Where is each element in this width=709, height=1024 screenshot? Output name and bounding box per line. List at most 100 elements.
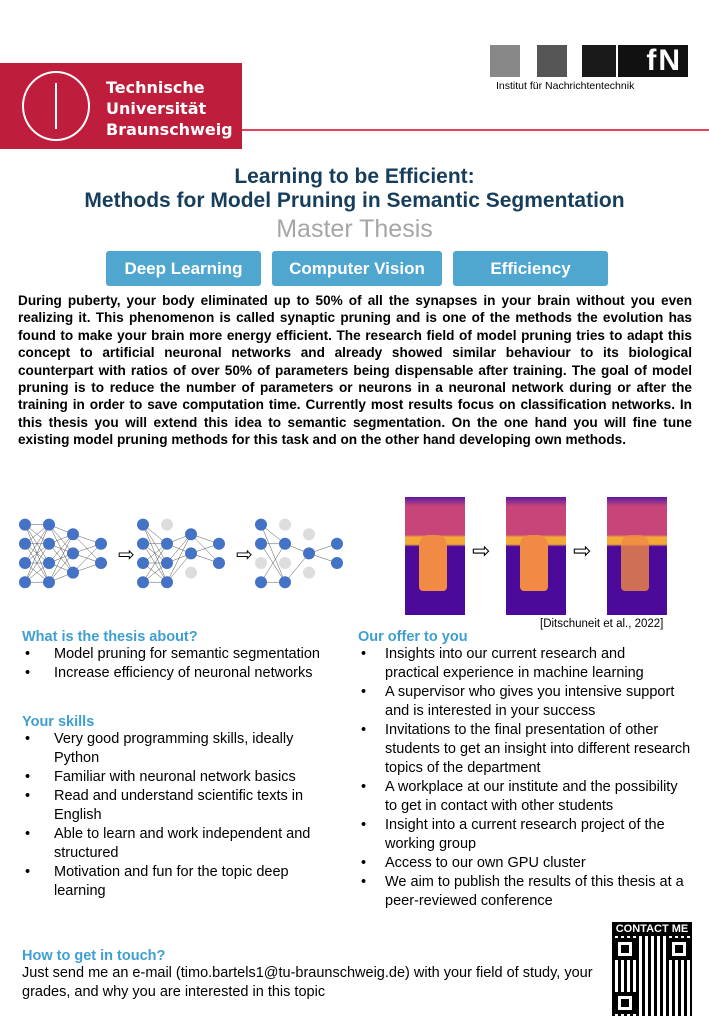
logo-square-dark — [582, 45, 616, 77]
institute-logo: fN — [618, 45, 688, 77]
list-item: Motivation and fun for the topic deep le… — [22, 863, 322, 901]
network-connection — [142, 543, 168, 583]
network-neuron — [19, 537, 31, 550]
network-neuron — [279, 518, 291, 531]
network-connection — [72, 543, 102, 573]
network-neuron — [67, 547, 79, 560]
list-item: Increase efficiency of neuronal networks — [22, 664, 342, 683]
network-neuron — [185, 528, 197, 541]
network-neuron — [95, 537, 107, 550]
network-neuron — [137, 537, 149, 550]
network-connection — [48, 553, 74, 583]
university-name-line: Universität — [106, 99, 207, 118]
list-item: Familiar with neuronal network basics — [22, 768, 342, 787]
network-connection — [24, 524, 50, 564]
list-item: A supervisor who gives you intensive sup… — [358, 683, 678, 721]
left-column: What is the thesis about? Model pruning … — [22, 629, 342, 901]
qr-code-icon[interactable] — [612, 936, 692, 1016]
network-neuron — [185, 566, 197, 579]
contact-heading: How to get in touch? — [22, 948, 166, 964]
network-neuron — [19, 518, 31, 531]
network-neuron — [137, 518, 149, 531]
network-neuron — [303, 566, 315, 579]
qr-label: CONTACT ME — [612, 922, 692, 936]
network-neuron — [279, 576, 291, 589]
right-column: Our offer to you Insights into our curre… — [358, 629, 703, 911]
list-item: We aim to publish the results of this th… — [358, 873, 703, 911]
network-connection — [260, 543, 286, 583]
university-name-line: Technische — [106, 78, 205, 97]
intro-paragraph: During puberty, your body eliminated up … — [18, 293, 692, 448]
tu-braunschweig-logo: Technische Universität Braunschweig — [0, 63, 242, 149]
logo-square-mid — [537, 45, 567, 77]
network-connection — [24, 524, 50, 583]
network-connection — [260, 524, 286, 583]
list-item: A workplace at our institute and the pos… — [358, 778, 678, 816]
network-neuron — [279, 537, 291, 550]
network-neuron — [67, 566, 79, 579]
network-connection — [48, 534, 74, 564]
network-neuron — [43, 537, 55, 550]
arrow-icon: ⇨ — [236, 544, 253, 566]
network-neuron — [255, 537, 267, 550]
university-name: Technische Universität Braunschweig — [106, 77, 233, 140]
network-neuron — [137, 576, 149, 589]
network-connection — [166, 534, 192, 564]
network-neuron — [161, 576, 173, 589]
network-neuron — [185, 547, 197, 560]
skills-heading: Your skills — [22, 714, 95, 730]
offer-heading: Our offer to you — [358, 629, 468, 645]
list-item: Model pruning for semantic segmentation — [22, 645, 342, 664]
tag-deep-learning: Deep Learning — [106, 251, 261, 286]
network-neuron — [19, 557, 31, 569]
subtitle: Master Thesis — [276, 215, 433, 243]
network-neuron — [137, 557, 149, 569]
list-item: Able to learn and work independent and s… — [22, 825, 337, 863]
network-neuron — [213, 557, 225, 569]
arrow-icon: ⇨ — [472, 538, 491, 563]
header-divider — [242, 129, 709, 131]
network-neuron — [43, 518, 55, 531]
network-neuron — [331, 557, 343, 569]
about-list: Model pruning for semantic segmentation … — [22, 645, 342, 683]
network-neuron — [43, 557, 55, 569]
contact-qr-code[interactable]: CONTACT ME — [612, 922, 692, 1016]
network-connection — [284, 553, 310, 583]
network-neuron — [95, 557, 107, 569]
list-item: Access to our own GPU cluster — [358, 854, 703, 873]
arrow-icon: ⇨ — [118, 544, 135, 566]
contact-text: Just send me an e-mail (timo.bartels1@tu… — [22, 965, 593, 1000]
network-neuron — [279, 557, 291, 569]
network-neuron — [255, 518, 267, 531]
offer-list: Insights into our current research and p… — [358, 645, 703, 911]
network-neuron — [67, 528, 79, 541]
figure-citation: [Ditschuneit et al., 2022] — [540, 618, 664, 630]
network-neuron — [19, 576, 31, 589]
network-neuron — [43, 576, 55, 589]
network-neuron — [255, 576, 267, 589]
tag-efficiency: Efficiency — [453, 251, 608, 286]
list-item: Invitations to the final presentation of… — [358, 721, 703, 778]
title-line-1: Learning to be Efficient: — [234, 165, 475, 188]
list-item: Insights into our current research and p… — [358, 645, 668, 683]
institute-name: Institut für Nachrichtentechnik — [496, 80, 635, 92]
segmentation-image-heavily-pruned — [607, 497, 667, 615]
network-neuron — [255, 557, 267, 569]
tag-computer-vision: Computer Vision — [272, 251, 442, 286]
network-neuron — [161, 557, 173, 569]
logo-square-light — [490, 45, 520, 77]
network-connection — [166, 553, 192, 583]
network-neuron — [161, 537, 173, 550]
list-item: Read and understand scientific texts in … — [22, 787, 332, 825]
about-heading: What is the thesis about? — [22, 629, 198, 645]
title-line-2: Methods for Model Pruning in Semantic Se… — [84, 189, 625, 212]
network-neuron — [303, 528, 315, 541]
pruning-network-diagram: ⇨⇨ — [19, 518, 343, 589]
network-connection — [48, 534, 74, 583]
network-neuron — [213, 537, 225, 550]
arrow-icon: ⇨ — [573, 538, 592, 563]
network-connection — [166, 534, 192, 583]
list-item: Insight into a current research project … — [358, 816, 703, 854]
contact-section: How to get in touch? Just send me an e-m… — [22, 948, 602, 1002]
skills-list: Very good programming skills, ideally Py… — [22, 730, 342, 901]
